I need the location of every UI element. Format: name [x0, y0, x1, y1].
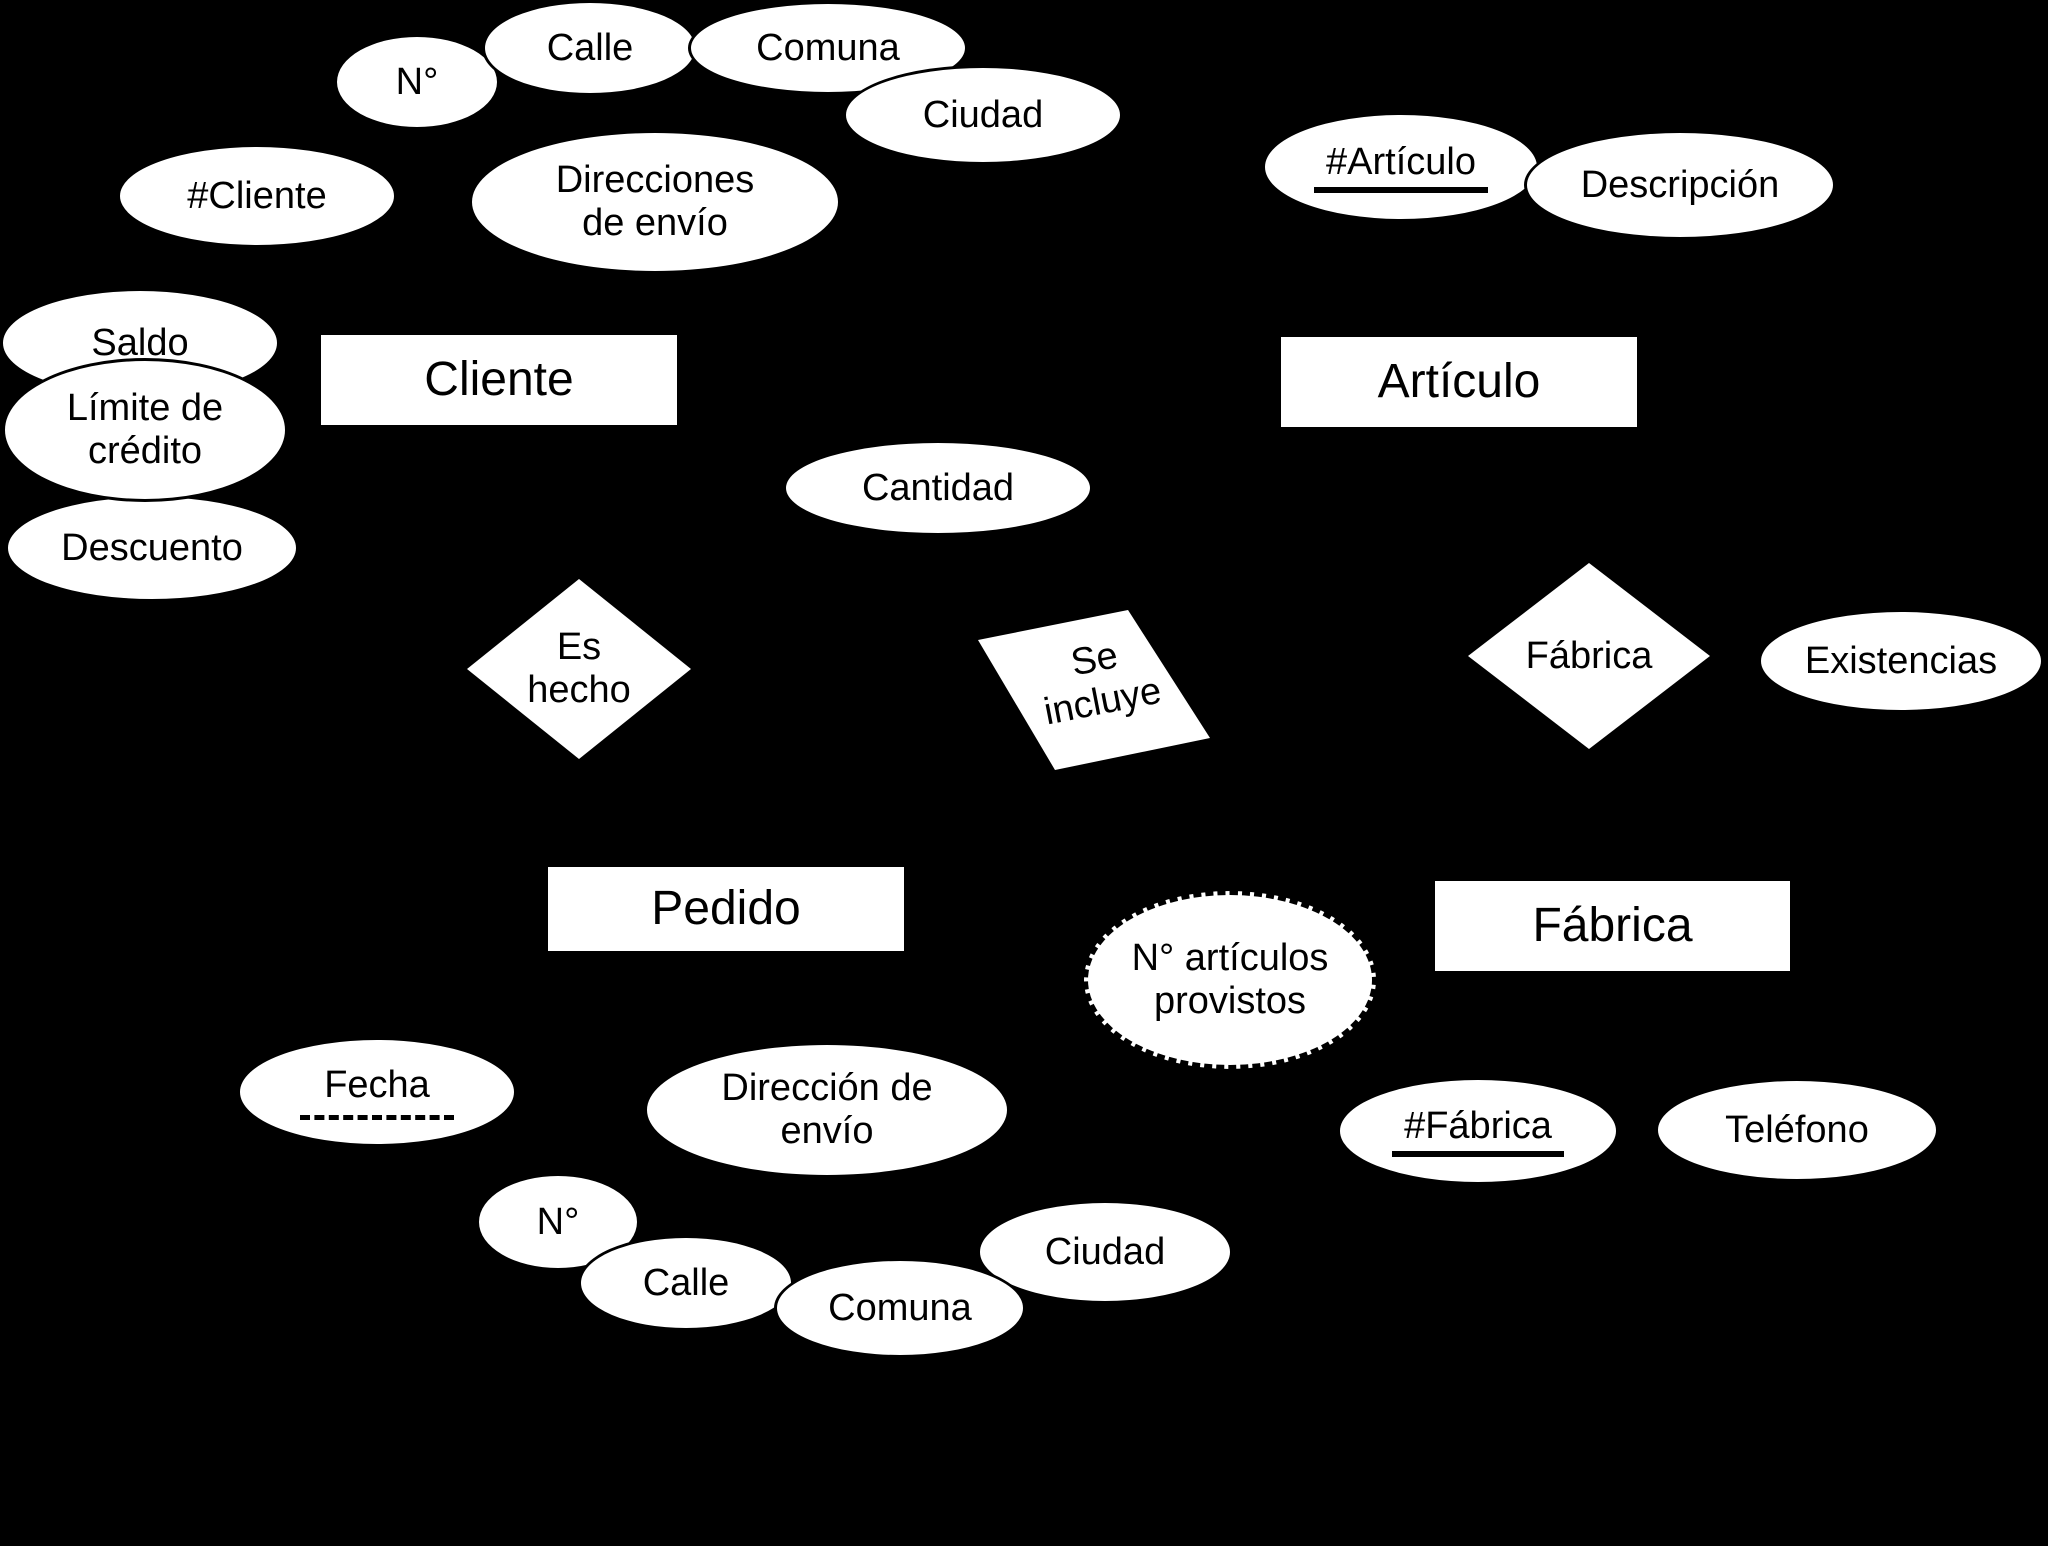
attr-pedido-fecha-label: Fecha [300, 1064, 454, 1120]
attr-cliente-comuna-label: Comuna [756, 26, 900, 69]
attr-pedido-ciudad: Ciudad [977, 1200, 1233, 1304]
attr-cliente-ciudad: Ciudad [843, 65, 1123, 165]
rel-se-incluye: Se incluye [978, 610, 1210, 770]
attr-pedido-n-label: N° [536, 1200, 580, 1243]
rel-fabrica-label: Fábrica [1525, 634, 1653, 677]
attr-cliente-num-cliente: #Cliente [117, 144, 397, 248]
attr-pedido-calle-label: Calle [642, 1261, 730, 1304]
entity-articulo-label: Artículo [1377, 355, 1541, 409]
attr-pedido-ciudad-label: Ciudad [1044, 1230, 1166, 1273]
attr-cliente-descuento: Descuento [5, 494, 299, 602]
attr-se-incluye-cantidad: Cantidad [783, 440, 1093, 536]
rel-es-hecho: Es hecho [467, 579, 691, 759]
entity-articulo: Artículo [1278, 334, 1640, 430]
entity-cliente: Cliente [318, 332, 680, 428]
attr-fabrica-telefono: Teléfono [1655, 1078, 1939, 1182]
entity-fabrica: Fábrica [1432, 878, 1793, 974]
attr-cliente-ciudad-label: Ciudad [922, 93, 1044, 136]
attr-pedido-direccion-envio: Dirección de envío [644, 1042, 1010, 1178]
attr-pedido-comuna-label: Comuna [828, 1286, 972, 1329]
attr-fabrica-telefono-label: Teléfono [1725, 1108, 1869, 1151]
entity-pedido: Pedido [545, 864, 907, 954]
attr-cliente-comuna: Comuna [688, 1, 968, 95]
attr-fabrica-num-articulos-provistos: N° artículos provistos [1084, 891, 1376, 1069]
attr-cliente-descuento-label: Descuento [61, 526, 243, 569]
entity-pedido-label: Pedido [651, 882, 801, 936]
attr-fabrica-num-fabrica: #Fábrica [1337, 1077, 1619, 1185]
attr-cliente-limite-credito: Límite de crédito [2, 358, 288, 502]
attr-cliente-n: N° [334, 34, 500, 130]
attr-cliente-calle: Calle [482, 0, 698, 96]
attr-se-incluye-cantidad-label: Cantidad [861, 466, 1015, 509]
attr-articulo-descripcion-label: Descripción [1580, 163, 1780, 206]
attr-fabrica-num-fabrica-label: #Fábrica [1392, 1105, 1564, 1158]
attr-articulo-existencias: Existencias [1758, 609, 2044, 713]
attr-cliente-direcciones-envio: Direcciones de envío [469, 130, 841, 274]
attr-cliente-n-label: N° [395, 60, 439, 103]
attr-cliente-calle-label: Calle [546, 26, 634, 69]
entity-cliente-label: Cliente [424, 353, 574, 407]
attr-articulo-num-articulo-label: #Artículo [1314, 141, 1488, 194]
attr-cliente-direcciones-envio-label: Direcciones de envío [555, 159, 755, 244]
attr-articulo-descripcion: Descripción [1524, 130, 1836, 240]
attr-fabrica-num-articulos-provistos-label: N° artículos provistos [1131, 937, 1329, 1022]
attr-pedido-calle: Calle [578, 1235, 794, 1331]
attr-articulo-num-articulo: #Artículo [1262, 112, 1540, 222]
entity-fabrica-label: Fábrica [1532, 899, 1693, 953]
rel-fabrica: Fábrica [1468, 563, 1710, 749]
attr-articulo-existencias-label: Existencias [1804, 639, 1998, 682]
attr-cliente-saldo-label: Saldo [91, 321, 189, 364]
rel-se-incluye-label: Se incluye [1040, 634, 1165, 734]
attr-pedido-direccion-envio-label: Dirección de envío [721, 1067, 933, 1152]
attr-cliente-num-cliente-label: #Cliente [187, 174, 327, 217]
attr-cliente-limite-credito-label: Límite de crédito [66, 387, 224, 472]
attr-pedido-comuna: Comuna [774, 1258, 1026, 1358]
attr-pedido-fecha: Fecha [237, 1037, 517, 1147]
rel-es-hecho-label: Es hecho [527, 626, 631, 711]
